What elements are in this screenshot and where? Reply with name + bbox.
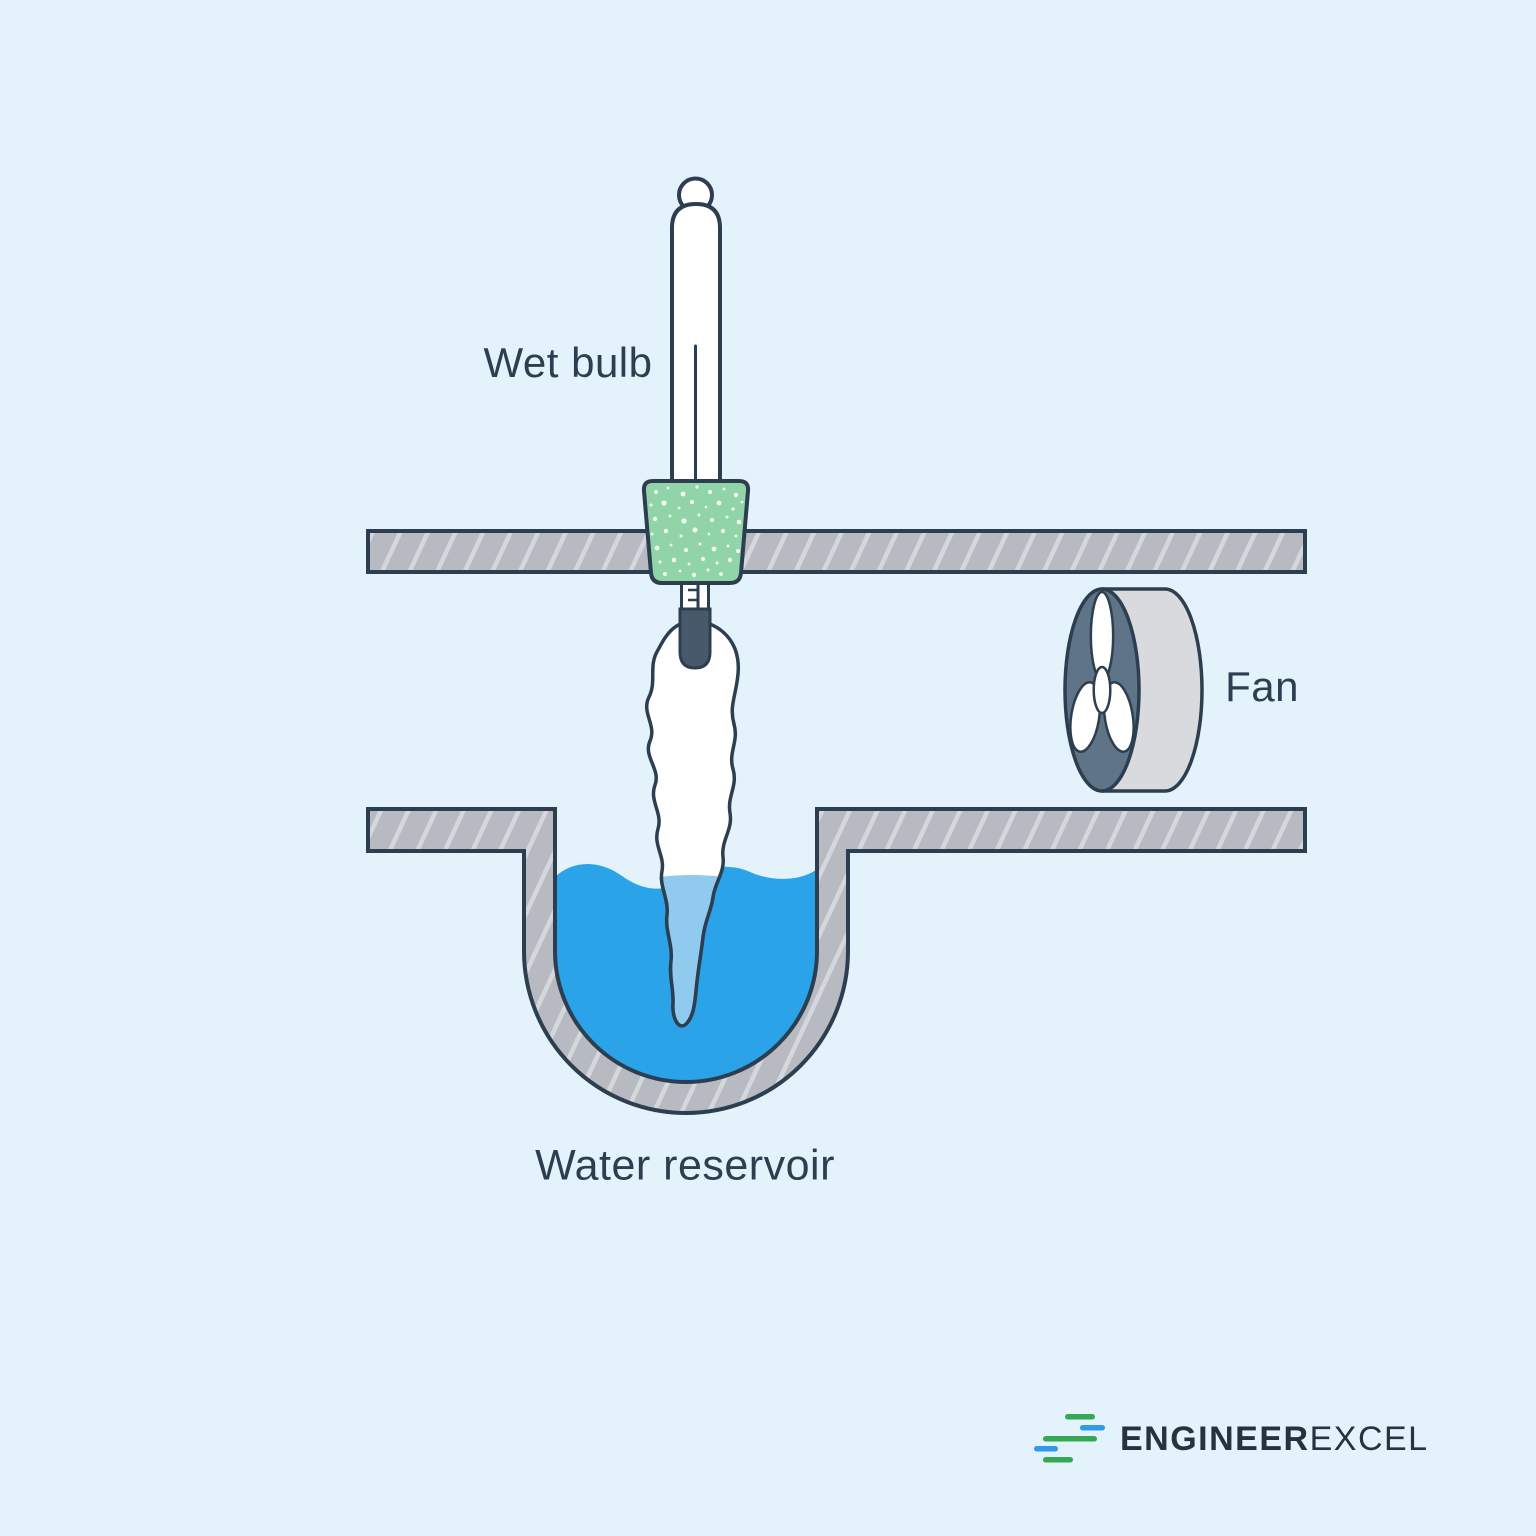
- brand-name-bold: ENGINEER: [1120, 1420, 1310, 1458]
- fan-label: Fan: [1225, 663, 1299, 710]
- fan-hub: [1094, 667, 1111, 713]
- wet-bulb-thermometer-icon: [670, 176, 722, 670]
- wick-submerged: [645, 875, 740, 1028]
- scale-ticks: [688, 588, 698, 602]
- duct-bottom-wall: [366, 807, 1307, 1115]
- wet-bulb-label: Wet bulb: [483, 339, 653, 386]
- brand-logo: ENGINEEREXCEL: [1032, 1412, 1429, 1466]
- fan-blades: [1066, 592, 1138, 766]
- gantt-bars-icon: [1034, 1414, 1105, 1463]
- brand-name-light: EXCEL: [1309, 1420, 1429, 1458]
- water-reservoir-label: Water reservoir: [535, 1141, 835, 1190]
- thermometer-bulb: [678, 607, 712, 670]
- brand-name: ENGINEEREXCEL: [1120, 1422, 1429, 1456]
- stopper-icon: [641, 479, 751, 585]
- fan-icon: [1063, 587, 1204, 793]
- stopper-speckles: [649, 485, 744, 578]
- duct-top-wall: [366, 529, 1307, 574]
